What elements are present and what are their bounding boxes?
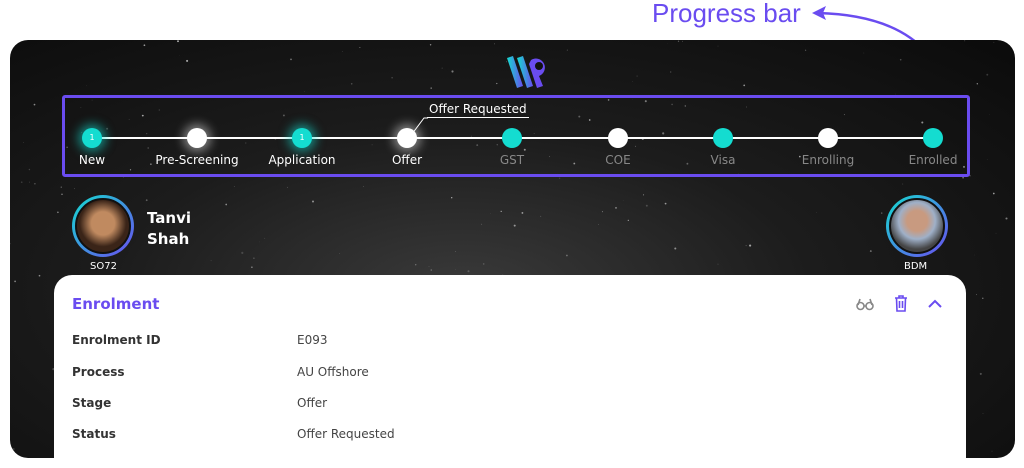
stage-node-coe[interactable] <box>608 128 628 148</box>
manager-avatar[interactable] <box>886 195 948 257</box>
annotation-label: Progress bar <box>652 0 801 28</box>
stage-node-offer[interactable] <box>397 128 417 148</box>
field-label: Process <box>72 365 125 379</box>
field-value: Offer <box>297 396 328 410</box>
field-label: Enrolment ID <box>72 333 161 347</box>
stage-label: Pre-Screening <box>155 153 239 167</box>
stage-label: Visa <box>710 153 736 167</box>
enrolment-title: Enrolment <box>72 295 160 313</box>
stage-label: Application <box>268 153 336 167</box>
stage-label: GST <box>499 153 525 167</box>
callout-leader-line <box>411 117 428 135</box>
student-code: SO72 <box>90 261 117 272</box>
stage-label: COE <box>605 153 631 167</box>
student-first-name: Tanvi <box>147 209 192 227</box>
manager-role: BDM <box>904 261 928 272</box>
field-value: Offer Requested <box>297 427 395 441</box>
logo-icon <box>507 56 545 88</box>
stage-node-enrolling[interactable] <box>818 128 838 148</box>
stage-label: New <box>78 153 106 167</box>
stage-callout: Offer Requested <box>427 102 529 118</box>
stage-node-visa[interactable] <box>713 128 733 148</box>
field-label: Status <box>72 427 116 441</box>
stage-label: Enrolling <box>801 153 855 167</box>
stage-node-pre-screening[interactable]: 1 <box>187 128 207 148</box>
field-value: E093 <box>297 333 328 347</box>
stage-node-new[interactable]: 1 <box>82 128 102 148</box>
binoculars-icon[interactable] <box>856 297 874 311</box>
student-last-name: Shah <box>147 230 190 248</box>
field-value: AU Offshore <box>297 365 369 379</box>
field-label: Stage <box>72 396 112 410</box>
chevron-up-icon[interactable] <box>928 299 942 309</box>
stage-node-application[interactable]: 1 <box>292 128 312 148</box>
stage-label: Offer <box>391 153 423 167</box>
student-avatar[interactable] <box>72 195 134 257</box>
stage-node-gst[interactable] <box>502 128 522 148</box>
stage-node-enrolled[interactable] <box>923 128 943 148</box>
trash-icon[interactable] <box>894 295 908 312</box>
stage-label: Enrolled <box>908 153 958 167</box>
